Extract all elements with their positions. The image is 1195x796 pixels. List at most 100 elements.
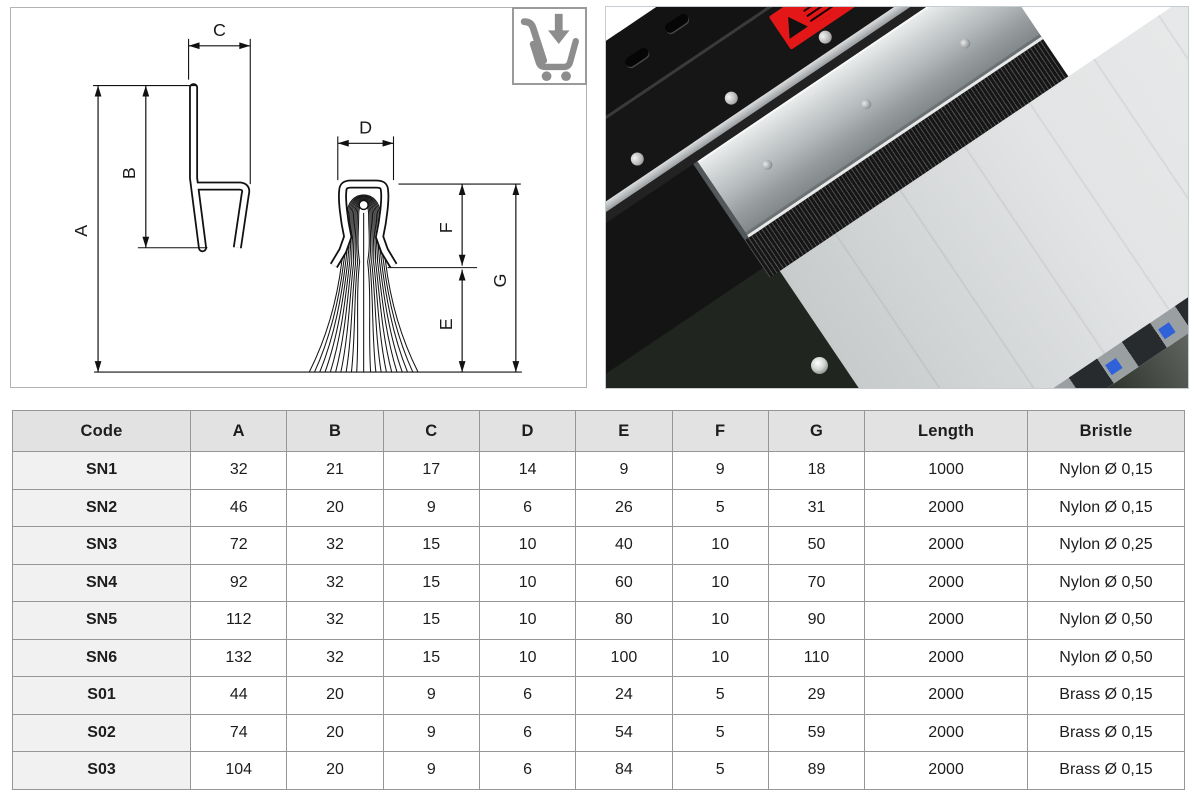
value-cell: 10 xyxy=(671,601,769,640)
value-cell: 84 xyxy=(575,751,673,790)
value-cell: 9 xyxy=(671,451,769,490)
value-cell: 9 xyxy=(382,751,480,790)
value-cell: 6 xyxy=(478,488,577,527)
value-cell: 9 xyxy=(382,713,480,752)
value-cell: 5 xyxy=(671,488,769,527)
value-cell: Nylon Ø 0,50 xyxy=(1026,563,1186,602)
value-cell: 21 xyxy=(286,451,384,490)
column-header: G xyxy=(767,410,866,452)
code-cell: SN3 xyxy=(11,526,192,565)
value-cell: 2000 xyxy=(864,601,1028,640)
value-cell: 2000 xyxy=(864,751,1028,790)
column-header: B xyxy=(286,410,384,452)
value-cell: 89 xyxy=(767,751,866,790)
dim-label-E: E xyxy=(436,318,456,330)
column-header: E xyxy=(575,410,673,452)
value-cell: 59 xyxy=(767,713,866,752)
value-cell: 80 xyxy=(575,601,673,640)
value-cell: 44 xyxy=(190,676,288,715)
dim-label-B: B xyxy=(119,167,139,179)
value-cell: 32 xyxy=(190,451,288,490)
value-cell: 29 xyxy=(767,676,866,715)
value-cell: 14 xyxy=(478,451,577,490)
value-cell: 32 xyxy=(286,526,384,565)
value-cell: 10 xyxy=(478,563,577,602)
value-cell: 1000 xyxy=(864,451,1028,490)
column-header: D xyxy=(478,410,577,452)
value-cell: Brass Ø 0,15 xyxy=(1026,676,1186,715)
value-cell: 32 xyxy=(286,601,384,640)
value-cell: 5 xyxy=(671,713,769,752)
value-cell: 50 xyxy=(767,526,866,565)
value-cell: 2000 xyxy=(864,526,1028,565)
value-cell: 10 xyxy=(671,526,769,565)
code-cell: S03 xyxy=(11,751,192,790)
bristle-fan xyxy=(308,194,419,373)
value-cell: 15 xyxy=(382,638,480,677)
code-cell: SN1 xyxy=(11,451,192,490)
core-wire xyxy=(358,199,369,211)
value-cell: 24 xyxy=(575,676,673,715)
value-cell: 112 xyxy=(190,601,288,640)
value-cell: 90 xyxy=(767,601,866,640)
value-cell: 10 xyxy=(478,638,577,677)
value-cell: 20 xyxy=(286,488,384,527)
value-cell: 100 xyxy=(575,638,673,677)
dimension-F: F xyxy=(436,184,466,266)
value-cell: 72 xyxy=(190,526,288,565)
value-cell: 2000 xyxy=(864,638,1028,677)
code-cell: S02 xyxy=(11,713,192,752)
add-to-cart-button[interactable] xyxy=(512,7,587,85)
value-cell: 31 xyxy=(767,488,866,527)
value-cell: 5 xyxy=(671,676,769,715)
screw xyxy=(811,357,828,374)
value-cell: 32 xyxy=(286,638,384,677)
warning-triangle-icon xyxy=(778,9,808,38)
value-cell: 92 xyxy=(190,563,288,602)
value-cell: 2000 xyxy=(864,563,1028,602)
code-cell: SN2 xyxy=(11,488,192,527)
value-cell: 2000 xyxy=(864,488,1028,527)
dim-label-D: D xyxy=(359,117,372,137)
value-cell: 70 xyxy=(767,563,866,602)
value-cell: 6 xyxy=(478,751,577,790)
carrier-profile-shape xyxy=(189,83,251,253)
code-cell: SN6 xyxy=(11,638,192,677)
column-header: F xyxy=(671,410,769,452)
value-cell: 110 xyxy=(767,638,866,677)
value-cell: Nylon Ø 0,50 xyxy=(1026,638,1186,677)
value-cell: 18 xyxy=(767,451,866,490)
value-cell: 132 xyxy=(190,638,288,677)
value-cell: 10 xyxy=(478,601,577,640)
value-cell: 15 xyxy=(382,601,480,640)
dimension-A: A xyxy=(71,85,197,373)
product-photo xyxy=(605,6,1189,389)
value-cell: 74 xyxy=(190,713,288,752)
value-cell: 9 xyxy=(382,488,480,527)
value-cell: Nylon Ø 0,50 xyxy=(1026,601,1186,640)
value-cell: 20 xyxy=(286,751,384,790)
value-cell: Nylon Ø 0,15 xyxy=(1026,488,1186,527)
value-cell: Brass Ø 0,15 xyxy=(1026,751,1186,790)
code-cell: SN5 xyxy=(11,601,192,640)
column-header: Code xyxy=(11,410,192,452)
column-header: Bristle xyxy=(1026,410,1186,452)
value-cell: 104 xyxy=(190,751,288,790)
value-cell: 15 xyxy=(382,563,480,602)
profile-drawing: A B C D xyxy=(71,20,522,373)
column-header: Length xyxy=(864,410,1028,452)
dim-label-C: C xyxy=(213,20,226,40)
value-cell: 46 xyxy=(190,488,288,527)
dim-label-F: F xyxy=(436,222,456,233)
code-cell: S01 xyxy=(11,676,192,715)
column-header: A xyxy=(190,410,288,452)
